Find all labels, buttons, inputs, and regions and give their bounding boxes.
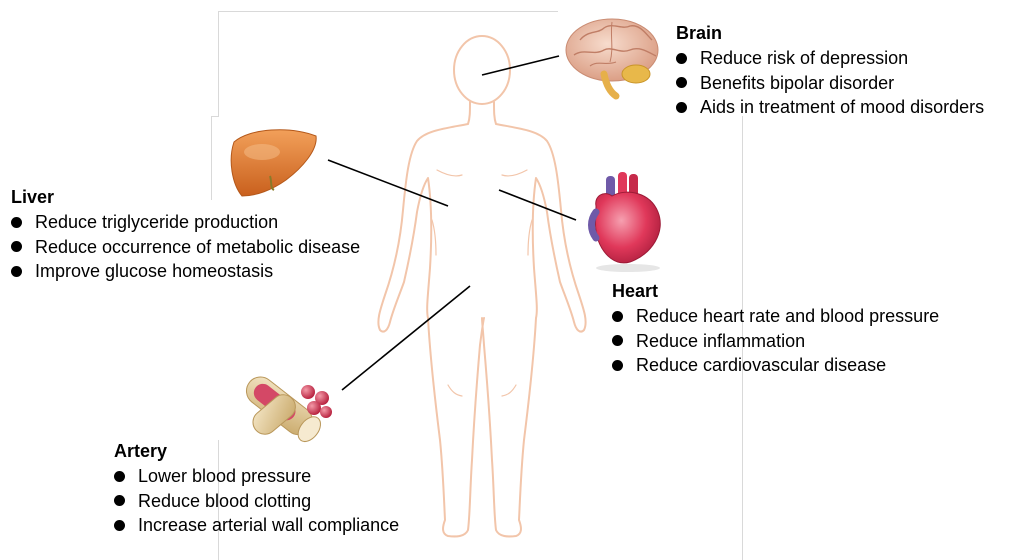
bullet-icon (114, 495, 125, 506)
heart-icon (592, 172, 661, 272)
bullet-icon (114, 520, 125, 531)
bullet-icon (11, 217, 22, 228)
artery-list: Lower blood pressure Reduce blood clotti… (114, 464, 399, 538)
list-item: Lower blood pressure (114, 464, 399, 489)
brain-title: Brain (676, 22, 984, 44)
bullet-icon (11, 241, 22, 252)
list-item: Benefits bipolar disorder (676, 71, 984, 96)
list-item: Reduce blood clotting (114, 489, 399, 514)
human-body-outline (378, 36, 585, 536)
list-item: Increase arterial wall compliance (114, 513, 399, 538)
heart-group: Heart Reduce heart rate and blood pressu… (612, 280, 939, 378)
connector-lines (328, 56, 576, 390)
bullet-icon (676, 102, 687, 113)
bullet-icon (676, 77, 687, 88)
list-item: Reduce cardiovascular disease (612, 353, 939, 378)
liver-title: Liver (11, 186, 360, 208)
bullet-icon (676, 53, 687, 64)
heart-title: Heart (612, 280, 939, 302)
brain-connector (482, 56, 559, 75)
bullet-icon (11, 266, 22, 277)
heart-connector (499, 190, 576, 220)
artery-icon (241, 371, 332, 445)
heart-list: Reduce heart rate and blood pressure Red… (612, 304, 939, 378)
list-item: Improve glucose homeostasis (11, 259, 360, 284)
bullet-icon (114, 471, 125, 482)
brain-icon (566, 19, 658, 96)
list-item: Reduce risk of depression (676, 46, 984, 71)
liver-list: Reduce triglyceride production Reduce oc… (11, 210, 360, 284)
list-item: Reduce inflammation (612, 329, 939, 354)
list-item: Aids in treatment of mood disorders (676, 95, 984, 120)
list-item: Reduce occurrence of metabolic disease (11, 235, 360, 260)
artery-group: Artery Lower blood pressure Reduce blood… (114, 440, 399, 538)
artery-title: Artery (114, 440, 399, 462)
list-item: Reduce triglyceride production (11, 210, 360, 235)
bullet-icon (612, 360, 623, 371)
liver-group: Liver Reduce triglyceride production Red… (11, 186, 360, 284)
brain-list: Reduce risk of depression Benefits bipol… (676, 46, 984, 120)
list-item: Reduce heart rate and blood pressure (612, 304, 939, 329)
artery-connector (342, 286, 470, 390)
brain-group: Brain Reduce risk of depression Benefits… (676, 22, 984, 120)
bullet-icon (612, 311, 623, 322)
bullet-icon (612, 335, 623, 346)
